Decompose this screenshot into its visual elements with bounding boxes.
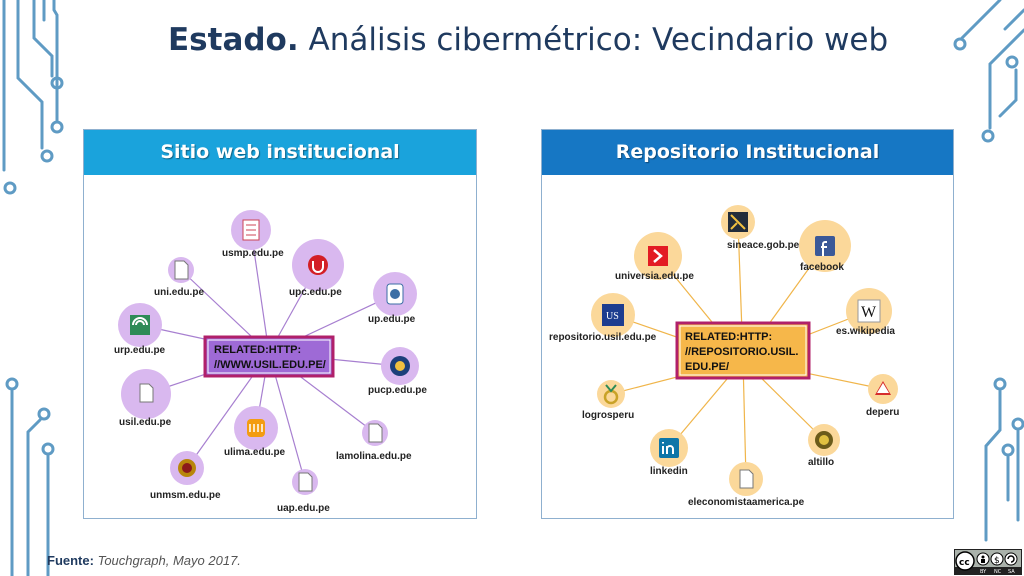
node-label: uap.edu.pe	[277, 503, 330, 514]
cc-label: BY	[980, 569, 987, 575]
node-label: usmp.edu.pe	[222, 248, 284, 259]
node-label: universia.edu.pe	[615, 271, 694, 282]
node-label: altillo	[808, 457, 834, 468]
altillo-logo-icon	[815, 431, 833, 449]
source-text: Touchgraph, Mayo 2017.	[93, 553, 241, 568]
source-note: Fuente: Touchgraph, Mayo 2017.	[47, 553, 241, 568]
page-icon	[298, 472, 313, 492]
node-label: deperu	[866, 407, 899, 418]
node-label: ulima.edu.pe	[224, 447, 286, 458]
page-icon	[368, 423, 383, 443]
cc-license-badge[interactable]: cc $ BY NC SA	[954, 549, 1022, 575]
title-rest: Análisis cibermétrico: Vecindario web	[298, 22, 889, 58]
universia-logo-icon	[648, 246, 668, 266]
node-label: es.wikipedia	[836, 326, 895, 337]
node-label: uni.edu.pe	[154, 287, 204, 298]
right-panel-header: Repositorio Institucional	[542, 130, 953, 175]
svg-text:US: US	[606, 311, 619, 322]
upc-logo-icon	[308, 255, 328, 275]
right-center-node: RELATED:HTTP: //REPOSITORIO.USIL. EDU.PE…	[675, 321, 811, 380]
node-label: unmsm.edu.pe	[150, 490, 221, 501]
node-label: up.edu.pe	[368, 314, 416, 325]
node-label: urp.edu.pe	[114, 345, 166, 356]
crest-icon	[178, 459, 196, 477]
node-label: facebook	[800, 262, 844, 273]
node-label: sineace.gob.pe	[727, 240, 800, 251]
svg-text:$: $	[994, 556, 1000, 566]
node-label: eleconomistaamerica.pe	[688, 497, 805, 508]
source-label: Fuente:	[47, 553, 94, 568]
node-label: usil.edu.pe	[119, 417, 172, 428]
node-label: pucp.edu.pe	[368, 385, 427, 396]
page-icon	[174, 260, 189, 280]
left-panel-header: Sitio web institucional	[84, 130, 476, 175]
right-graph-svg: US W RELATED:HTTP: //REPOSITORIO.USIL. E…	[549, 205, 899, 508]
left-edge	[250, 229, 270, 354]
left-center-node: RELATED:HTTP: //WWW.USIL.EDU.PE/	[203, 335, 335, 378]
urp-logo-icon	[130, 315, 150, 335]
page-icon	[139, 383, 154, 403]
sa-share-icon	[1004, 552, 1018, 566]
deperu-logo-icon	[875, 381, 891, 395]
by-person-icon	[976, 552, 990, 566]
left-graph: RELATED:HTTP: //WWW.USIL.EDU.PE/ usmp.ed…	[84, 175, 476, 518]
left-graph-svg: RELATED:HTTP: //WWW.USIL.EDU.PE/ usmp.ed…	[114, 210, 427, 514]
crest-icon	[242, 219, 260, 241]
right-graph: US W RELATED:HTTP: //REPOSITORIO.USIL. E…	[542, 175, 953, 518]
center-label-line: //REPOSITORIO.USIL.	[685, 346, 798, 358]
node-label: repositorio.usil.edu.pe	[549, 332, 657, 343]
ulima-logo-icon	[247, 419, 265, 437]
page-icon	[739, 469, 754, 489]
up-logo-icon	[386, 283, 404, 305]
facebook-icon	[815, 236, 835, 256]
wikipedia-icon: W	[857, 299, 881, 323]
node-label: logrosperu	[582, 410, 634, 421]
svg-text:cc: cc	[959, 558, 970, 568]
slide-title: Estado. Análisis cibermétrico: Vecindari…	[168, 22, 888, 58]
node-label: linkedin	[650, 466, 688, 477]
center-label-line: RELATED:HTTP:	[685, 331, 772, 343]
pucp-logo-icon	[390, 356, 410, 376]
usil-logo-icon: US	[602, 304, 624, 326]
left-panel: Sitio web institucional	[83, 129, 477, 519]
center-label-line: EDU.PE/	[685, 361, 729, 373]
linkedin-icon	[659, 438, 679, 458]
center-label-line: RELATED:HTTP:	[214, 344, 301, 356]
node-label: upc.edu.pe	[289, 287, 342, 298]
center-label-line: //WWW.USIL.EDU.PE/	[214, 359, 326, 371]
medal-icon	[603, 384, 619, 405]
title-bold: Estado.	[168, 22, 299, 58]
cc-label: SA	[1008, 569, 1015, 575]
node-label: lamolina.edu.pe	[336, 451, 412, 462]
svg-text:W: W	[861, 304, 877, 321]
cc-label: NC	[994, 569, 1002, 575]
nc-dollar-icon: $	[990, 552, 1004, 566]
right-edge	[742, 359, 747, 480]
node-circle	[597, 380, 625, 408]
sineace-logo-icon	[728, 212, 748, 232]
right-panel: Repositorio Institucional	[541, 129, 954, 519]
cc-icon: cc	[955, 551, 975, 571]
